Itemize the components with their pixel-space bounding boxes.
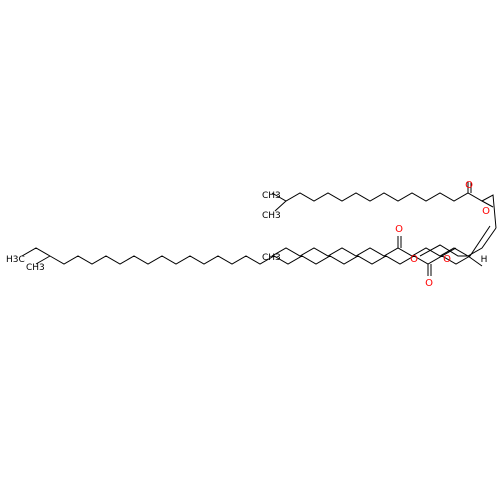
glycerol-backbone [419,225,491,267]
oxygen-ester-middle: O [410,254,418,265]
upper-ester-bond [481,200,494,208]
atom-labels: O O O O O O H CH3 CH3 CH3 H3C CH3 [6,180,490,289]
upper-branch-bond [274,200,287,212]
hydrogen-stereo: H [481,255,488,265]
methyl-left-a: H3C [6,255,25,265]
lower-ester-bond [441,247,457,257]
middle-acyl-chain [271,227,497,257]
oxygen-ester-lower: O [443,254,451,265]
methyl-upper-a: CH3 [262,191,281,201]
oxygen-carbonyl-lower: O [425,278,433,289]
middle-chain-bonds [271,227,497,257]
methyl-left-b: CH3 [26,263,45,273]
lower-acyl-chain [21,247,471,276]
upper-chain-bonds [271,192,497,229]
lower-chain-bonds [21,247,471,265]
methyl-middle: CH3 [262,253,281,263]
oxygen-carbonyl-upper: O [465,180,473,191]
oxygen-carbonyl-middle: O [395,224,403,235]
oxygen-ester-upper: O [482,206,490,217]
stereo-wedge-bond [467,255,483,267]
methyl-upper-b: CH3 [262,211,281,221]
upper-acyl-chain [271,182,497,229]
lower-branch-bond [35,255,51,265]
backbone-bonds [419,225,491,257]
